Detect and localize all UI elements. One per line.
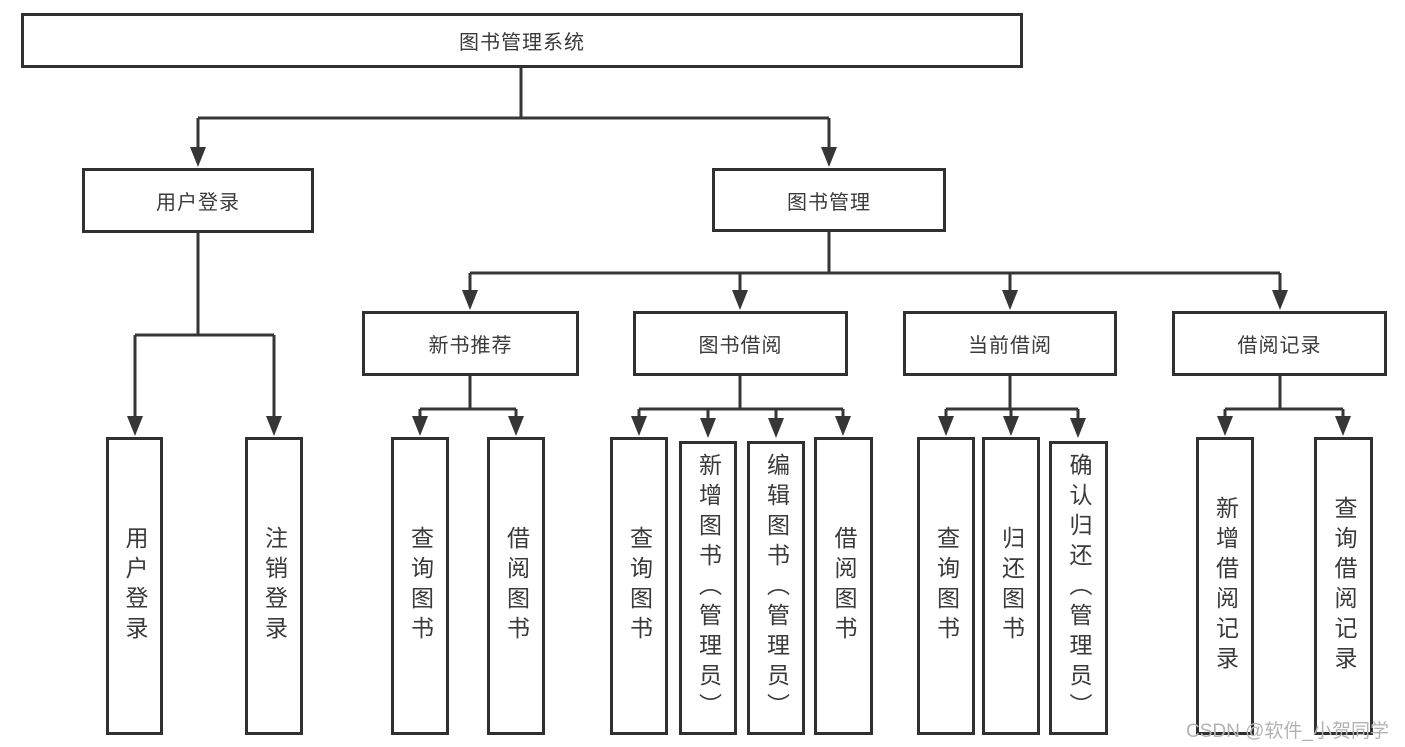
leaf-borrow-add-books-admin: 新增图书（管理员） [679, 441, 737, 735]
connector-book-borrow-children [631, 376, 851, 438]
node-book-borrow: 图书借阅 [633, 311, 848, 376]
node-current-borrow: 当前借阅 [903, 311, 1117, 376]
connector-current-borrow-children [938, 376, 1086, 438]
leaf-current-confirm-return-admin: 确认归还（管理员） [1049, 441, 1108, 735]
leaf-borrow-edit-books-admin: 编辑图书（管理员） [747, 441, 805, 735]
connector-book-mgmt-level3 [462, 232, 1288, 310]
connector-new-book-rec-children [412, 376, 524, 436]
leaf-borrow-query-books: 查询图书 [610, 437, 668, 735]
csdn-watermark: CSDN @软件_小贺同学 [1186, 721, 1389, 742]
leaf-user-login: 用户登录 [106, 437, 163, 735]
leaf-rec-borrow-books: 借阅图书 [487, 437, 545, 735]
leaf-records-add-record: 新增借阅记录 [1196, 437, 1254, 735]
connector-borrow-records-children [1217, 376, 1351, 436]
node-new-book-rec: 新书推荐 [362, 311, 579, 376]
leaf-rec-query-books: 查询图书 [391, 437, 449, 735]
leaf-current-return-books: 归还图书 [982, 437, 1040, 735]
node-root: 图书管理系统 [21, 13, 1023, 68]
leaf-current-query-books: 查询图书 [917, 437, 975, 735]
leaf-borrow-borrow-books: 借阅图书 [814, 437, 873, 735]
node-book-mgmt: 图书管理 [712, 168, 946, 232]
leaf-records-query-record: 查询借阅记录 [1314, 437, 1373, 735]
connector-user-login-children [127, 233, 282, 436]
leaf-logout-login: 注销登录 [245, 437, 303, 735]
connector-root-to-level2 [190, 68, 837, 167]
node-borrow-records: 借阅记录 [1172, 311, 1387, 376]
node-user-login: 用户登录 [82, 168, 314, 233]
